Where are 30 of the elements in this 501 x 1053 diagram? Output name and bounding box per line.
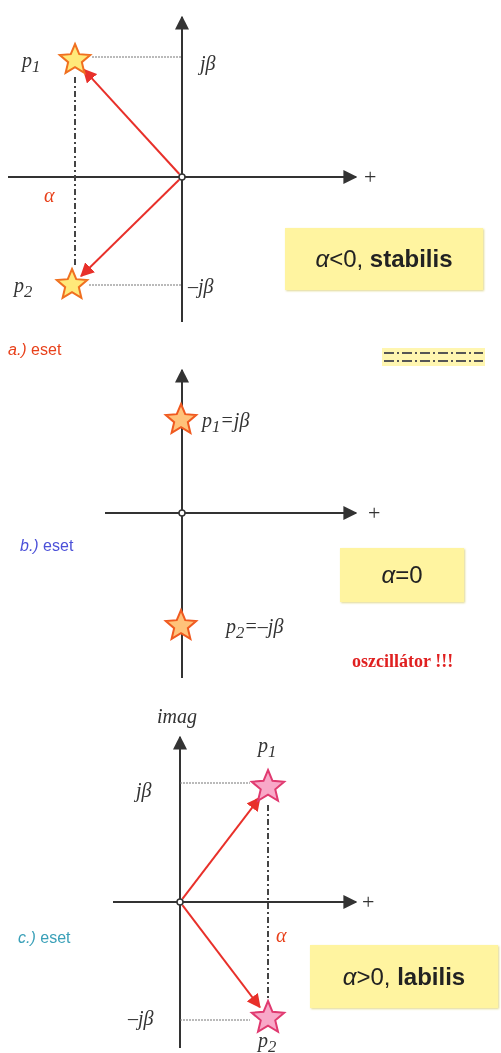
arrow xyxy=(80,178,181,278)
highlight-box xyxy=(285,228,483,290)
arrow xyxy=(181,796,261,900)
pole-label: p$_{2}$ xyxy=(14,275,33,301)
arrow xyxy=(82,68,181,176)
case-caption: c.) eset xyxy=(18,930,71,946)
axis-label: jβ xyxy=(136,780,152,800)
pole-label: p$_{2}$ xyxy=(258,1030,277,1053)
axis-label: –jβ xyxy=(128,1008,154,1028)
axis-label: α xyxy=(44,185,55,205)
condition-text: α>0, labilis xyxy=(342,962,466,991)
axis-label: + xyxy=(368,502,381,524)
axis-label: α xyxy=(276,925,287,945)
axis-label: –jβ xyxy=(188,276,214,296)
highlight-box xyxy=(340,548,464,602)
condition-text: α=0 xyxy=(381,561,423,589)
pole-label: p$_{1}$ xyxy=(258,735,277,761)
axis-label: + xyxy=(364,166,377,188)
highlight-box xyxy=(310,945,498,1008)
condition-text: α<0, stabilis xyxy=(315,245,453,273)
arrow xyxy=(181,904,261,1009)
axis-label: + xyxy=(362,891,375,913)
axis-label: imag xyxy=(157,706,197,726)
pole-label: p$_{2}$=–jβ xyxy=(226,616,284,642)
pole-label: p$_{1}$=jβ xyxy=(202,410,250,436)
note-text: oszcillátor !!! xyxy=(352,652,454,670)
pole-label: p$_{1}$ xyxy=(22,50,41,76)
case-caption: b.) eset xyxy=(20,538,74,554)
axis-label: jβ xyxy=(200,53,216,73)
case-caption: a.) eset xyxy=(8,342,62,358)
